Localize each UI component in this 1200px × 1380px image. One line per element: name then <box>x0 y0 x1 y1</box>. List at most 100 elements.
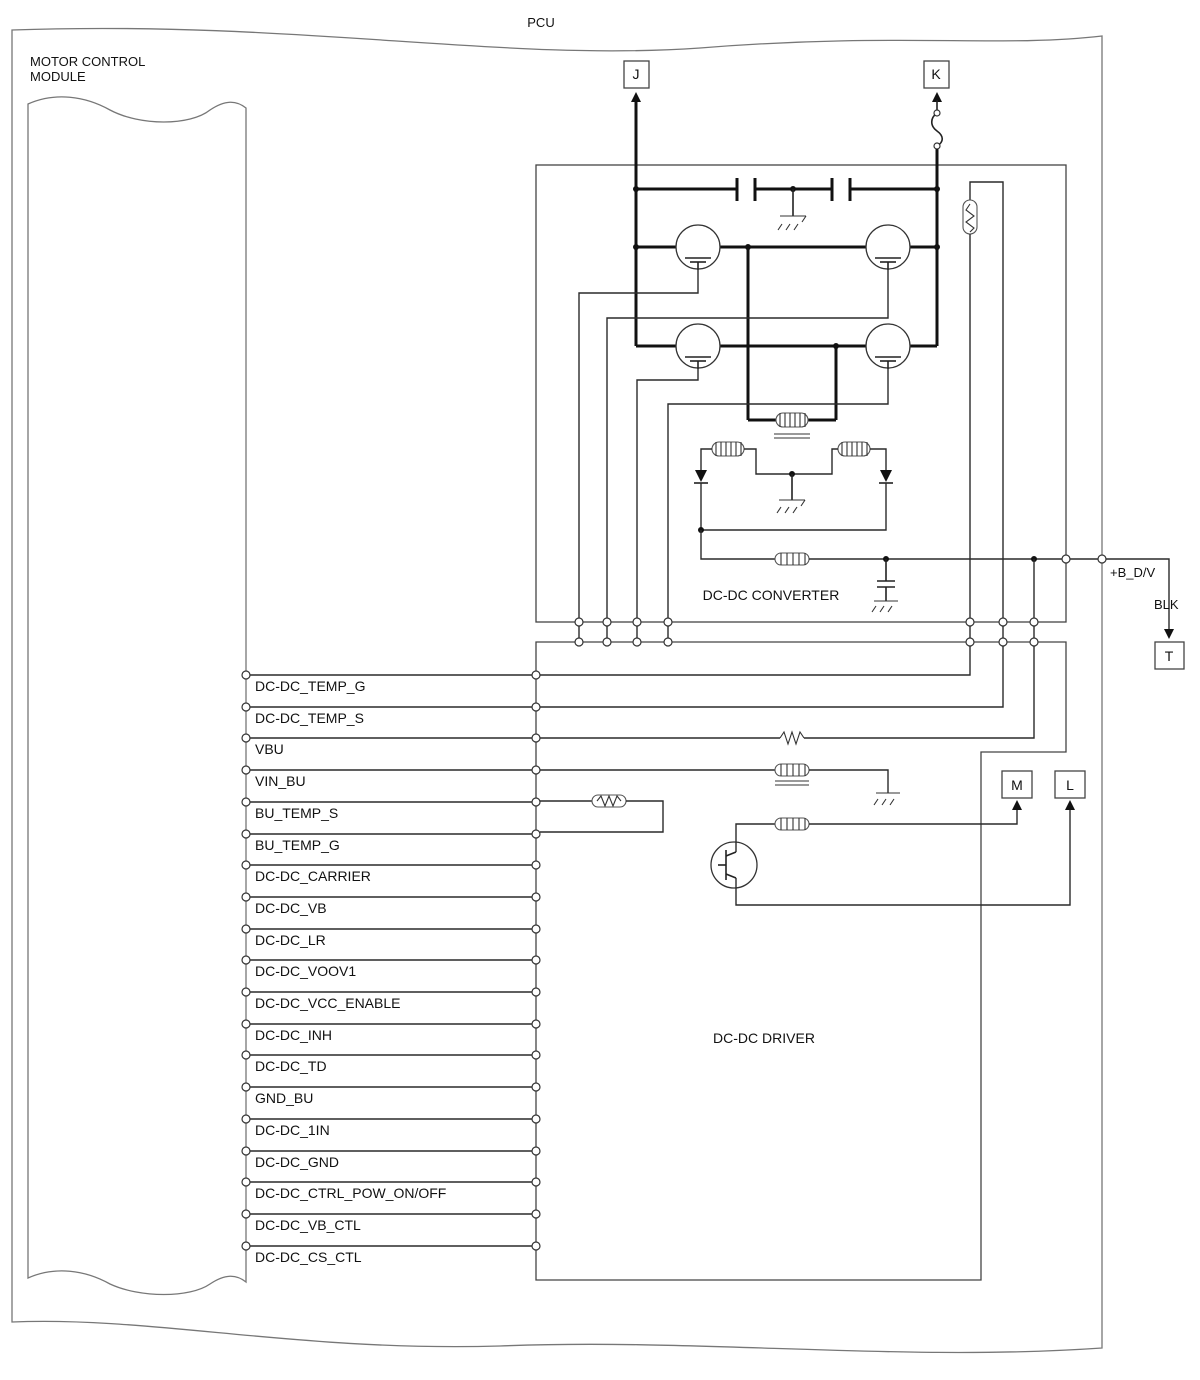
terminal-node <box>241 733 251 743</box>
terminal-node <box>531 892 541 902</box>
terminal-node <box>531 702 541 712</box>
signal-label: GND_BU <box>255 1090 313 1106</box>
terminal-node <box>531 860 541 870</box>
terminal-node <box>241 1114 251 1124</box>
signal-line: VIN_BU <box>241 765 541 789</box>
signal-line: DC-DC_TEMP_G <box>241 670 541 694</box>
supply-k-line <box>930 92 944 346</box>
signal-label: DC-DC_LR <box>255 932 326 948</box>
signal-lines: DC-DC_TEMP_G DC-DC_TEMP_S VBU VIN_BU BU_TEMP… <box>241 670 541 1265</box>
terminal-node <box>531 829 541 839</box>
svg-text:L: L <box>1066 777 1074 793</box>
signal-line: DC-DC_LR <box>241 924 541 948</box>
signal-label: DC-DC_VCC_ENABLE <box>255 995 400 1011</box>
signal-label: DC-DC_TEMP_S <box>255 710 364 726</box>
signal-label: DC-DC_VB_CTL <box>255 1217 361 1233</box>
terminal-node <box>531 955 541 965</box>
signal-line: DC-DC_CS_CTL <box>241 1241 541 1265</box>
terminal-node <box>531 797 541 807</box>
signal-line: DC-DC_TD <box>241 1050 541 1074</box>
b-dv-label: +B_D/V <box>1110 565 1155 580</box>
signal-label: VBU <box>255 741 284 757</box>
terminal-node <box>531 1146 541 1156</box>
signal-line: BU_TEMP_G <box>241 829 541 853</box>
svg-text:M: M <box>1011 777 1023 793</box>
signal-line: DC-DC_VB <box>241 892 541 916</box>
igbt-upper-left <box>675 224 721 270</box>
igbt-lower-right <box>865 323 911 369</box>
signal-line: VBU <box>241 733 541 757</box>
terminal-node <box>241 1146 251 1156</box>
dc-dc-driver-label: DC-DC DRIVER <box>713 1030 815 1046</box>
signal-label: BU_TEMP_G <box>255 837 340 853</box>
motor-control-module-label: MOTOR CONTROL <box>30 54 145 69</box>
gate-drive-wires <box>578 270 889 622</box>
terminal-node <box>241 797 251 807</box>
terminal-node <box>241 860 251 870</box>
signal-line: DC-DC_CARRIER <box>241 860 541 884</box>
input-capacitors <box>633 178 940 231</box>
svg-text:K: K <box>931 66 941 82</box>
output-filter <box>774 552 1107 613</box>
svg-text:J: J <box>633 66 640 82</box>
driver-internal-wiring <box>540 646 1035 833</box>
signal-label: DC-DC_1IN <box>255 1122 330 1138</box>
terminal-node <box>531 1114 541 1124</box>
terminal-node <box>241 955 251 965</box>
terminal-node <box>531 670 541 680</box>
signal-label: DC-DC_VOOV1 <box>255 963 356 979</box>
terminal-node <box>241 924 251 934</box>
dc-dc-converter-label: DC-DC CONVERTER <box>703 587 840 603</box>
signal-label: DC-DC_TD <box>255 1058 327 1074</box>
terminal-node <box>531 765 541 775</box>
connector-j: J <box>623 60 650 89</box>
converter-driver-connector <box>574 617 1039 647</box>
terminal-node <box>531 924 541 934</box>
terminal-node <box>531 1019 541 1029</box>
svg-text:T: T <box>1165 648 1174 664</box>
terminal-node <box>531 1050 541 1060</box>
terminal-node <box>241 1177 251 1187</box>
connector-k: K <box>923 60 950 89</box>
signal-label: DC-DC_CARRIER <box>255 868 371 884</box>
signal-line: DC-DC_VOOV1 <box>241 955 541 979</box>
b-dv-output: +B_D/V BLK <box>1106 558 1179 639</box>
signal-line: DC-DC_GND <box>241 1146 541 1170</box>
igbt-lower-left <box>675 323 721 369</box>
signal-label: DC-DC_CTRL_POW_ON/OFF <box>255 1185 446 1201</box>
signal-line: DC-DC_VB_CTL <box>241 1209 541 1233</box>
signal-line: DC-DC_1IN <box>241 1114 541 1138</box>
signal-line: DC-DC_TEMP_S <box>241 702 541 726</box>
signal-label: BU_TEMP_S <box>255 805 338 821</box>
terminal-node <box>531 1082 541 1092</box>
transformer <box>700 412 887 514</box>
terminal-node <box>241 1209 251 1219</box>
signal-label: DC-DC_CS_CTL <box>255 1249 362 1265</box>
terminal-node <box>531 733 541 743</box>
terminal-node <box>241 987 251 997</box>
supply-j-line <box>631 92 641 346</box>
converter-thermistor <box>962 181 1035 622</box>
signal-label: DC-DC_GND <box>255 1154 339 1170</box>
terminal-node <box>531 1209 541 1219</box>
signal-label: DC-DC_TEMP_G <box>255 678 365 694</box>
terminal-node <box>241 670 251 680</box>
pcu-outline <box>11 27 1103 1354</box>
terminal-node <box>531 1177 541 1187</box>
driver-output-stage <box>710 800 1075 906</box>
rectifier-diodes <box>694 470 893 560</box>
signal-line: BU_TEMP_S <box>241 797 541 821</box>
terminal-node <box>241 1241 251 1251</box>
terminal-node <box>241 1082 251 1092</box>
signal-label: DC-DC_VB <box>255 900 327 916</box>
terminal-node <box>241 702 251 712</box>
terminal-node <box>241 829 251 839</box>
terminal-node <box>531 987 541 997</box>
module-cutaway-panel <box>27 96 247 1296</box>
signal-line: DC-DC_INH <box>241 1019 541 1043</box>
terminal-node <box>241 765 251 775</box>
dc-dc-driver-box <box>535 641 1067 1281</box>
blk-label: BLK <box>1154 597 1179 612</box>
igbt-upper-right <box>865 224 911 270</box>
pcu-label: PCU <box>527 15 554 30</box>
